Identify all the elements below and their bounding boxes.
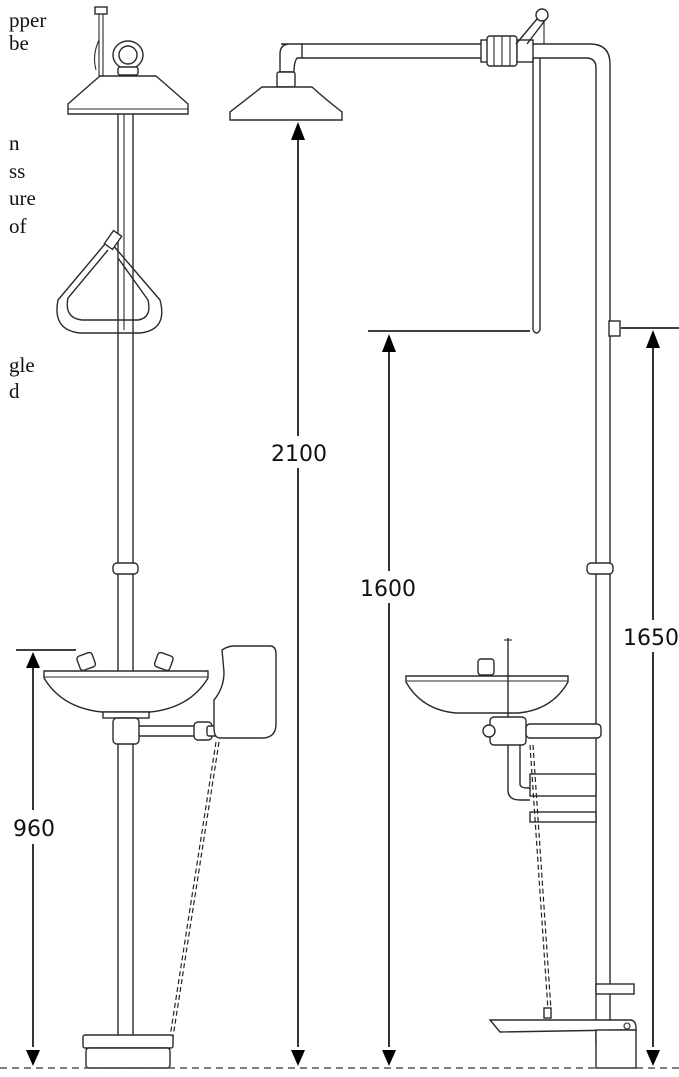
text-fragment: of xyxy=(9,214,27,238)
top-pipe xyxy=(276,43,481,88)
eyewash-nozzles-front xyxy=(76,651,174,672)
dimension-label-1600: 1600 xyxy=(360,577,416,602)
supply-pipe xyxy=(507,745,597,823)
text-fragment: gle xyxy=(9,353,35,377)
dimension-label-1650: 1650 xyxy=(623,626,679,651)
pull-chain-side xyxy=(529,744,549,1011)
pull-rod-side xyxy=(532,58,541,334)
dimension-1600: 1600 xyxy=(356,330,530,1066)
column-clamp-front xyxy=(112,562,139,575)
pull-rod-linkage xyxy=(515,8,549,45)
showerhead-side xyxy=(229,86,343,121)
text-fragment: pper xyxy=(9,8,47,32)
side-view xyxy=(229,8,637,1069)
text-fragment: n xyxy=(9,131,20,155)
dimension-2100: 2100 xyxy=(268,122,330,1066)
shower-ring xyxy=(112,40,144,76)
base-plate-front xyxy=(82,1034,174,1069)
dimension-1650: 1650 xyxy=(621,327,679,1066)
union-fitting xyxy=(480,35,534,67)
main-column-side xyxy=(533,43,621,1045)
wash-basin-front xyxy=(43,670,209,713)
text-fragment: be xyxy=(9,31,29,55)
text-fragment: ure xyxy=(9,186,36,210)
front-view xyxy=(43,6,277,1069)
dimension-label-960: 960 xyxy=(13,817,55,842)
foot-pedal-side xyxy=(488,983,637,1069)
dimension-960: 960 xyxy=(10,649,76,1066)
showerhead-front xyxy=(67,75,189,115)
pull-handle-front xyxy=(56,237,163,334)
pull-chain-front xyxy=(169,741,217,1038)
dimension-label-2100: 2100 xyxy=(271,442,327,467)
column-clamp-side xyxy=(586,562,614,575)
text-fragment: d xyxy=(9,379,20,403)
eyewash-nozzle-side xyxy=(477,658,495,676)
push-paddle-front xyxy=(213,645,277,739)
text-fragment: ss xyxy=(9,159,26,183)
wash-basin-side xyxy=(405,675,569,714)
valve-assembly-side xyxy=(482,716,602,746)
valve-assembly-front xyxy=(112,717,220,745)
